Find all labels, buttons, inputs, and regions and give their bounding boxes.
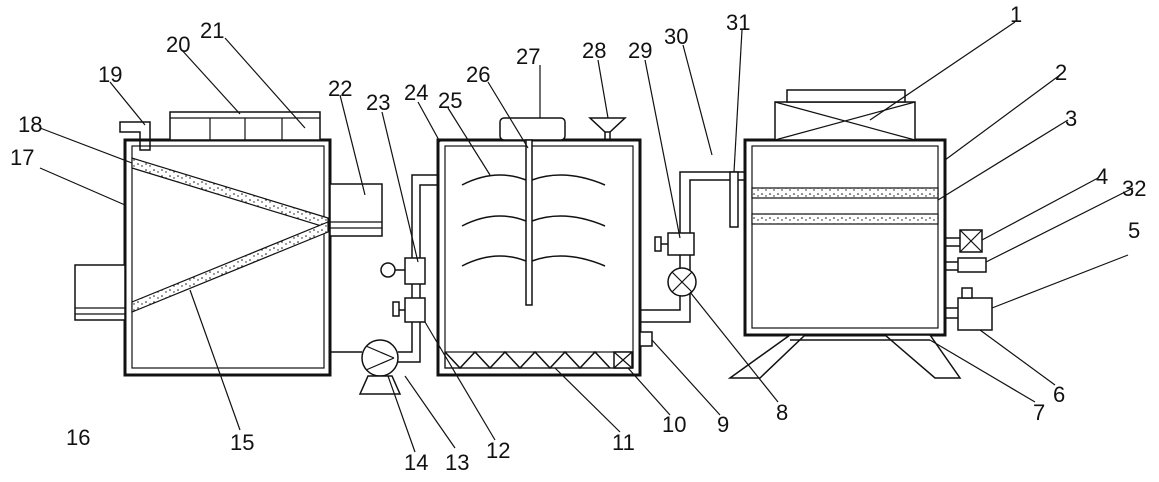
label-12: 12 bbox=[486, 438, 510, 463]
label-15: 15 bbox=[230, 430, 254, 455]
label-10: 10 bbox=[662, 412, 686, 437]
label-14: 14 bbox=[404, 450, 428, 475]
label-6: 6 bbox=[1053, 382, 1065, 407]
drain-outlet bbox=[957, 297, 993, 331]
filter-layer-upper bbox=[751, 187, 939, 199]
bottom-heater bbox=[444, 351, 634, 369]
label-29: 29 bbox=[628, 38, 652, 63]
label-24: 24 bbox=[404, 80, 428, 105]
right-tank bbox=[727, 89, 993, 379]
label-27: 27 bbox=[516, 44, 540, 69]
collection-box bbox=[74, 264, 126, 321]
check-valve bbox=[667, 232, 695, 256]
level-sensor bbox=[729, 171, 739, 228]
stand-right bbox=[882, 334, 962, 379]
stand-left bbox=[727, 334, 807, 379]
side-box bbox=[329, 183, 383, 237]
label-17: 17 bbox=[10, 145, 34, 170]
label-11: 11 bbox=[612, 430, 635, 455]
leader-lines bbox=[39, 21, 1134, 453]
label-32: 32 bbox=[1122, 176, 1146, 201]
label-13: 13 bbox=[445, 450, 469, 475]
label-2: 2 bbox=[1055, 60, 1067, 85]
transfer-line bbox=[640, 171, 745, 323]
label-31: 31 bbox=[726, 10, 750, 35]
flow-meter bbox=[404, 257, 426, 285]
label-4: 4 bbox=[1096, 164, 1108, 189]
lower-filter-plate bbox=[131, 221, 329, 313]
label-8: 8 bbox=[776, 400, 788, 425]
label-20: 20 bbox=[166, 32, 190, 57]
label-30: 30 bbox=[664, 24, 688, 49]
left-tank bbox=[74, 111, 383, 377]
stirring-shaft bbox=[525, 139, 533, 306]
label-19: 19 bbox=[98, 62, 122, 87]
label-16: 16 bbox=[66, 425, 90, 450]
pump-line bbox=[330, 174, 438, 395]
label-7: 7 bbox=[1033, 400, 1045, 425]
label-9: 9 bbox=[717, 412, 729, 437]
filter-layer-lower bbox=[751, 213, 939, 225]
sampling-port bbox=[957, 257, 987, 273]
label-22: 22 bbox=[328, 76, 352, 101]
pressure-gauge bbox=[380, 262, 396, 278]
label-18: 18 bbox=[18, 112, 42, 137]
middle-tank bbox=[436, 117, 653, 377]
label-26: 26 bbox=[466, 62, 490, 87]
label-25: 25 bbox=[438, 88, 462, 113]
inlet-valve bbox=[404, 297, 426, 323]
label-1: 1 bbox=[1010, 2, 1022, 27]
label-5: 5 bbox=[1128, 218, 1140, 243]
drain-valve bbox=[639, 331, 653, 347]
label-3: 3 bbox=[1065, 106, 1077, 131]
number-labels: 1 2 3 4 32 5 6 7 8 9 10 11 12 13 14 15 1… bbox=[10, 2, 1146, 475]
label-21: 21 bbox=[200, 18, 224, 43]
label-28: 28 bbox=[582, 38, 606, 63]
feed-funnel bbox=[588, 117, 627, 133]
label-23: 23 bbox=[366, 90, 390, 115]
inlet-pipe bbox=[119, 121, 151, 151]
motor-lid bbox=[499, 117, 566, 141]
upper-filter-plate bbox=[131, 157, 329, 229]
